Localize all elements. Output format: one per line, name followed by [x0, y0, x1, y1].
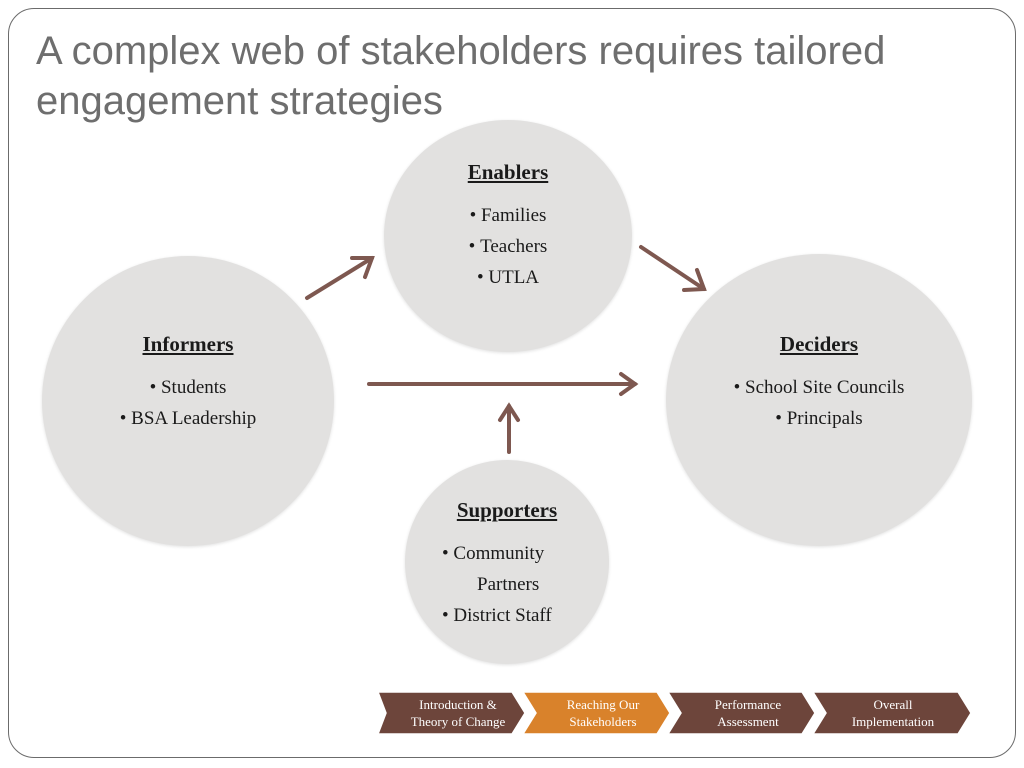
informers-node: Informers Students BSA Leadership — [42, 256, 334, 546]
nav-chevrons — [378, 692, 972, 734]
informers-heading: Informers — [142, 332, 234, 356]
slide-title: A complex web of stakeholders requires t… — [36, 29, 886, 123]
arrow-enablers-to-deciders — [639, 245, 706, 291]
list-item: School Site Councils — [666, 372, 972, 403]
list-item: Teachers — [384, 231, 632, 262]
list-item: Students — [42, 372, 334, 403]
deciders-heading: Deciders — [779, 332, 859, 356]
list-item: Partners — [477, 574, 540, 595]
list-item: BSA Leadership — [42, 403, 334, 434]
enablers-node: Enablers Families Teachers UTLA — [384, 120, 632, 352]
nav-chevron-3 — [667, 692, 816, 734]
enablers-heading: Enablers — [467, 160, 549, 184]
deciders-list: School Site Councils Principals — [666, 372, 972, 434]
nav-step-introduction[interactable]: Introduction &Theory of Change — [410, 697, 506, 729]
deciders-node: Deciders School Site Councils Principals — [666, 254, 972, 546]
list-item: District Staff — [405, 600, 609, 631]
supporters-list: Community Partners District Staff — [405, 538, 609, 631]
supporters-heading: Supporters — [456, 498, 558, 522]
enablers-list: Families Teachers UTLA — [384, 200, 632, 293]
nav-chevron-1 — [378, 692, 526, 734]
arrow-informers-to-enablers — [305, 256, 374, 300]
list-item: UTLA — [384, 262, 632, 293]
list-item: Principals — [666, 403, 972, 434]
section-navigation: Introduction &Theory of Change Reaching … — [378, 692, 972, 734]
nav-chevron-4 — [812, 692, 972, 734]
list-item: Community — [405, 538, 609, 569]
nav-chevron-2 — [522, 692, 671, 734]
supporters-node: Supporters Community Partners District S… — [405, 460, 609, 664]
list-item: Families — [384, 200, 632, 231]
informers-list: Students BSA Leadership — [42, 372, 334, 434]
